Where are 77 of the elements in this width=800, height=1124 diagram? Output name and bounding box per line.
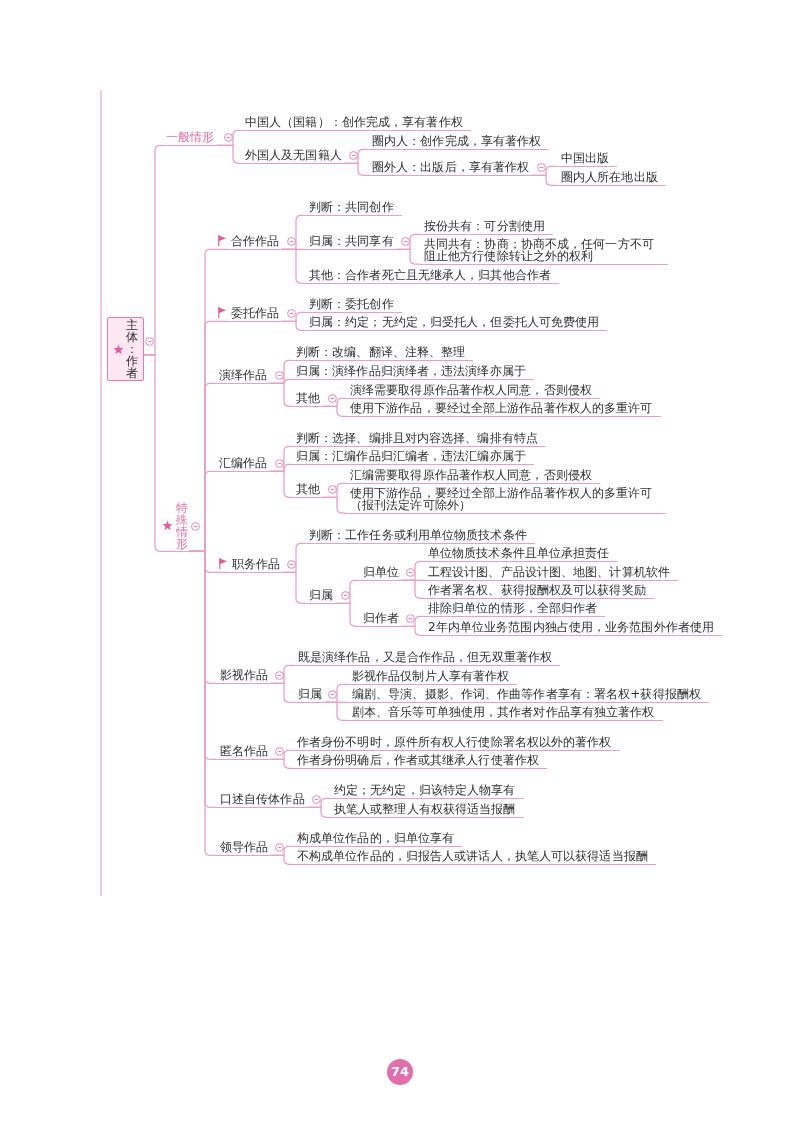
connector-line — [269, 682, 295, 703]
connector-line — [215, 144, 242, 164]
topic-text: 共同共有：协商；协商不成，任何一方不可阻止他方行使除转让之外的权利 — [420, 237, 668, 265]
topic-text: 委托作品 — [227, 306, 282, 322]
topic-text: 排除归单位的情形，全部归作者 — [424, 601, 606, 617]
topic-text: 编剧、导演、摄影、作词、作曲等作者享有：署名权+获得报酬权 — [348, 687, 709, 703]
topic-text: 执笔人或整理人有权获得适当报酬 — [330, 802, 524, 818]
topic-text: 单位物质技术条件且单位承担责任 — [424, 546, 618, 562]
connector-line — [268, 470, 293, 498]
topic-text: 影视作品 — [216, 668, 271, 684]
topic-text: 归属：约定；无约定，归受托人，但委托人可免费使用 — [305, 315, 608, 331]
connector-line — [323, 701, 349, 721]
connector-line — [400, 579, 425, 599]
connector-line — [343, 162, 369, 176]
topic-text: 归属：共同享有 — [305, 234, 396, 250]
topic-text: 作者身份不明时，原件所有权人行使除署名权以外的著作权 — [293, 735, 620, 751]
topic-text: 职务作品 — [228, 557, 283, 573]
topic-text: 使用下游作品，要经过全部上游作品著作权人的多重许可 — [346, 401, 661, 417]
topic-text: 匿名作品 — [216, 744, 271, 760]
topic-text: 构成单位作品的，归单位享有 — [293, 831, 463, 847]
topic-text: 其他 — [292, 482, 323, 498]
topic-text: 演绎需要取得原作品著作权人同意，否则侵权 — [346, 383, 600, 399]
connector-line — [280, 320, 306, 331]
topic-text: 口述自传体作品 — [216, 792, 307, 808]
connector-line — [334, 602, 360, 627]
topic-text: 归属：汇编作品归汇编者，违法汇编亦属于 — [292, 449, 534, 465]
branch-heading: 特殊情形 — [175, 502, 189, 552]
topic-text: 归单位 — [359, 565, 402, 581]
topic-text: 既是演绎作品，又是合作作品，但无双重著作权 — [294, 650, 561, 666]
connector-line — [280, 248, 306, 284]
topic-text: 汇编需要取得原作品著作权人同意，否则侵权 — [346, 468, 600, 484]
topic-text: 汇编作品 — [215, 456, 270, 472]
topic-text: 归属 — [305, 588, 336, 604]
connector-line — [281, 571, 306, 604]
topic-text: 判断：工作任务或利用单位物质技术条件 — [305, 528, 535, 544]
topic-text: 其他 — [292, 391, 323, 407]
topic-text: 中国出版 — [557, 151, 618, 167]
connector-line — [268, 382, 293, 407]
topic-text: 判断：共同创作 — [305, 200, 402, 216]
topic-text: 归属 — [294, 687, 325, 703]
topic-text: 判断：改编、翻译、注释、整理 — [292, 345, 474, 361]
topic-text: 工程设计图、产品设计图、地图、计算机软件 — [424, 565, 678, 581]
topic-text: 作者身份明确后，作者或其继承人行使著作权 — [293, 753, 547, 769]
connector-line — [395, 248, 421, 265]
topic-text: 外国人及无国籍人 — [241, 148, 344, 164]
topic-text: 约定；无约定，归该特定人物享有 — [330, 783, 524, 799]
topic-text: 不构成单位作品的，归报告人或讲话人，执笔人可以获得适当报酬 — [293, 849, 656, 865]
connector-line — [321, 405, 347, 417]
connector-line — [143, 354, 176, 552]
topic-text: 2年内单位业务范围内独占使用，业务范围外作者使用 — [424, 620, 723, 636]
topic-text: 中国人（国籍）：创作完成，享有著作权 — [241, 115, 471, 131]
topic-text: 使用下游作品，要经过全部上游作品著作权人的多重许可（报刊法定许可除外） — [346, 486, 666, 514]
topic-text: 归属：演绎作品归演绎者，违法演绎亦属于 — [292, 364, 534, 380]
topic-text: 演绎作品 — [215, 368, 270, 384]
topic-text: 剧本、音乐等可单独使用，其作者对作品享有独立著作权 — [348, 705, 663, 721]
topic-text: 圈外人：出版后，享有著作权 — [368, 160, 532, 176]
connector-line — [269, 854, 294, 865]
connector-line — [306, 806, 331, 818]
topic-text: 判断：委托创作 — [305, 297, 402, 313]
topic-text: 按份共有：可分割使用 — [420, 219, 553, 235]
topic-text: 圈内人所在地出版 — [557, 170, 666, 186]
branch-heading: 一般情形 — [162, 130, 217, 146]
topic-text: 合作作品 — [227, 234, 282, 250]
connector-line — [400, 625, 425, 636]
topic-text: 其他：合作者死亡且无继承人，归其他合作者 — [305, 268, 559, 284]
page-number: 74 — [387, 1059, 413, 1085]
topic-text: 归作者 — [359, 611, 402, 627]
connector-line — [530, 174, 558, 186]
connector-line — [188, 550, 217, 856]
connector-line — [321, 496, 347, 514]
topic-text: 圈内人：创作完成，享有著作权 — [368, 134, 550, 150]
connector-line — [269, 758, 294, 769]
topic-text: 作者署名权、获得报酬权及可以获得奖励 — [424, 583, 654, 599]
topic-text: 判断：选择、编排且对内容选择、编排有特点 — [292, 431, 546, 447]
root-box: 主体：作者 — [107, 317, 144, 381]
topic-text: 领导作品 — [216, 840, 271, 856]
topic-text: 影视作品仅制片人享有著作权 — [348, 669, 518, 685]
